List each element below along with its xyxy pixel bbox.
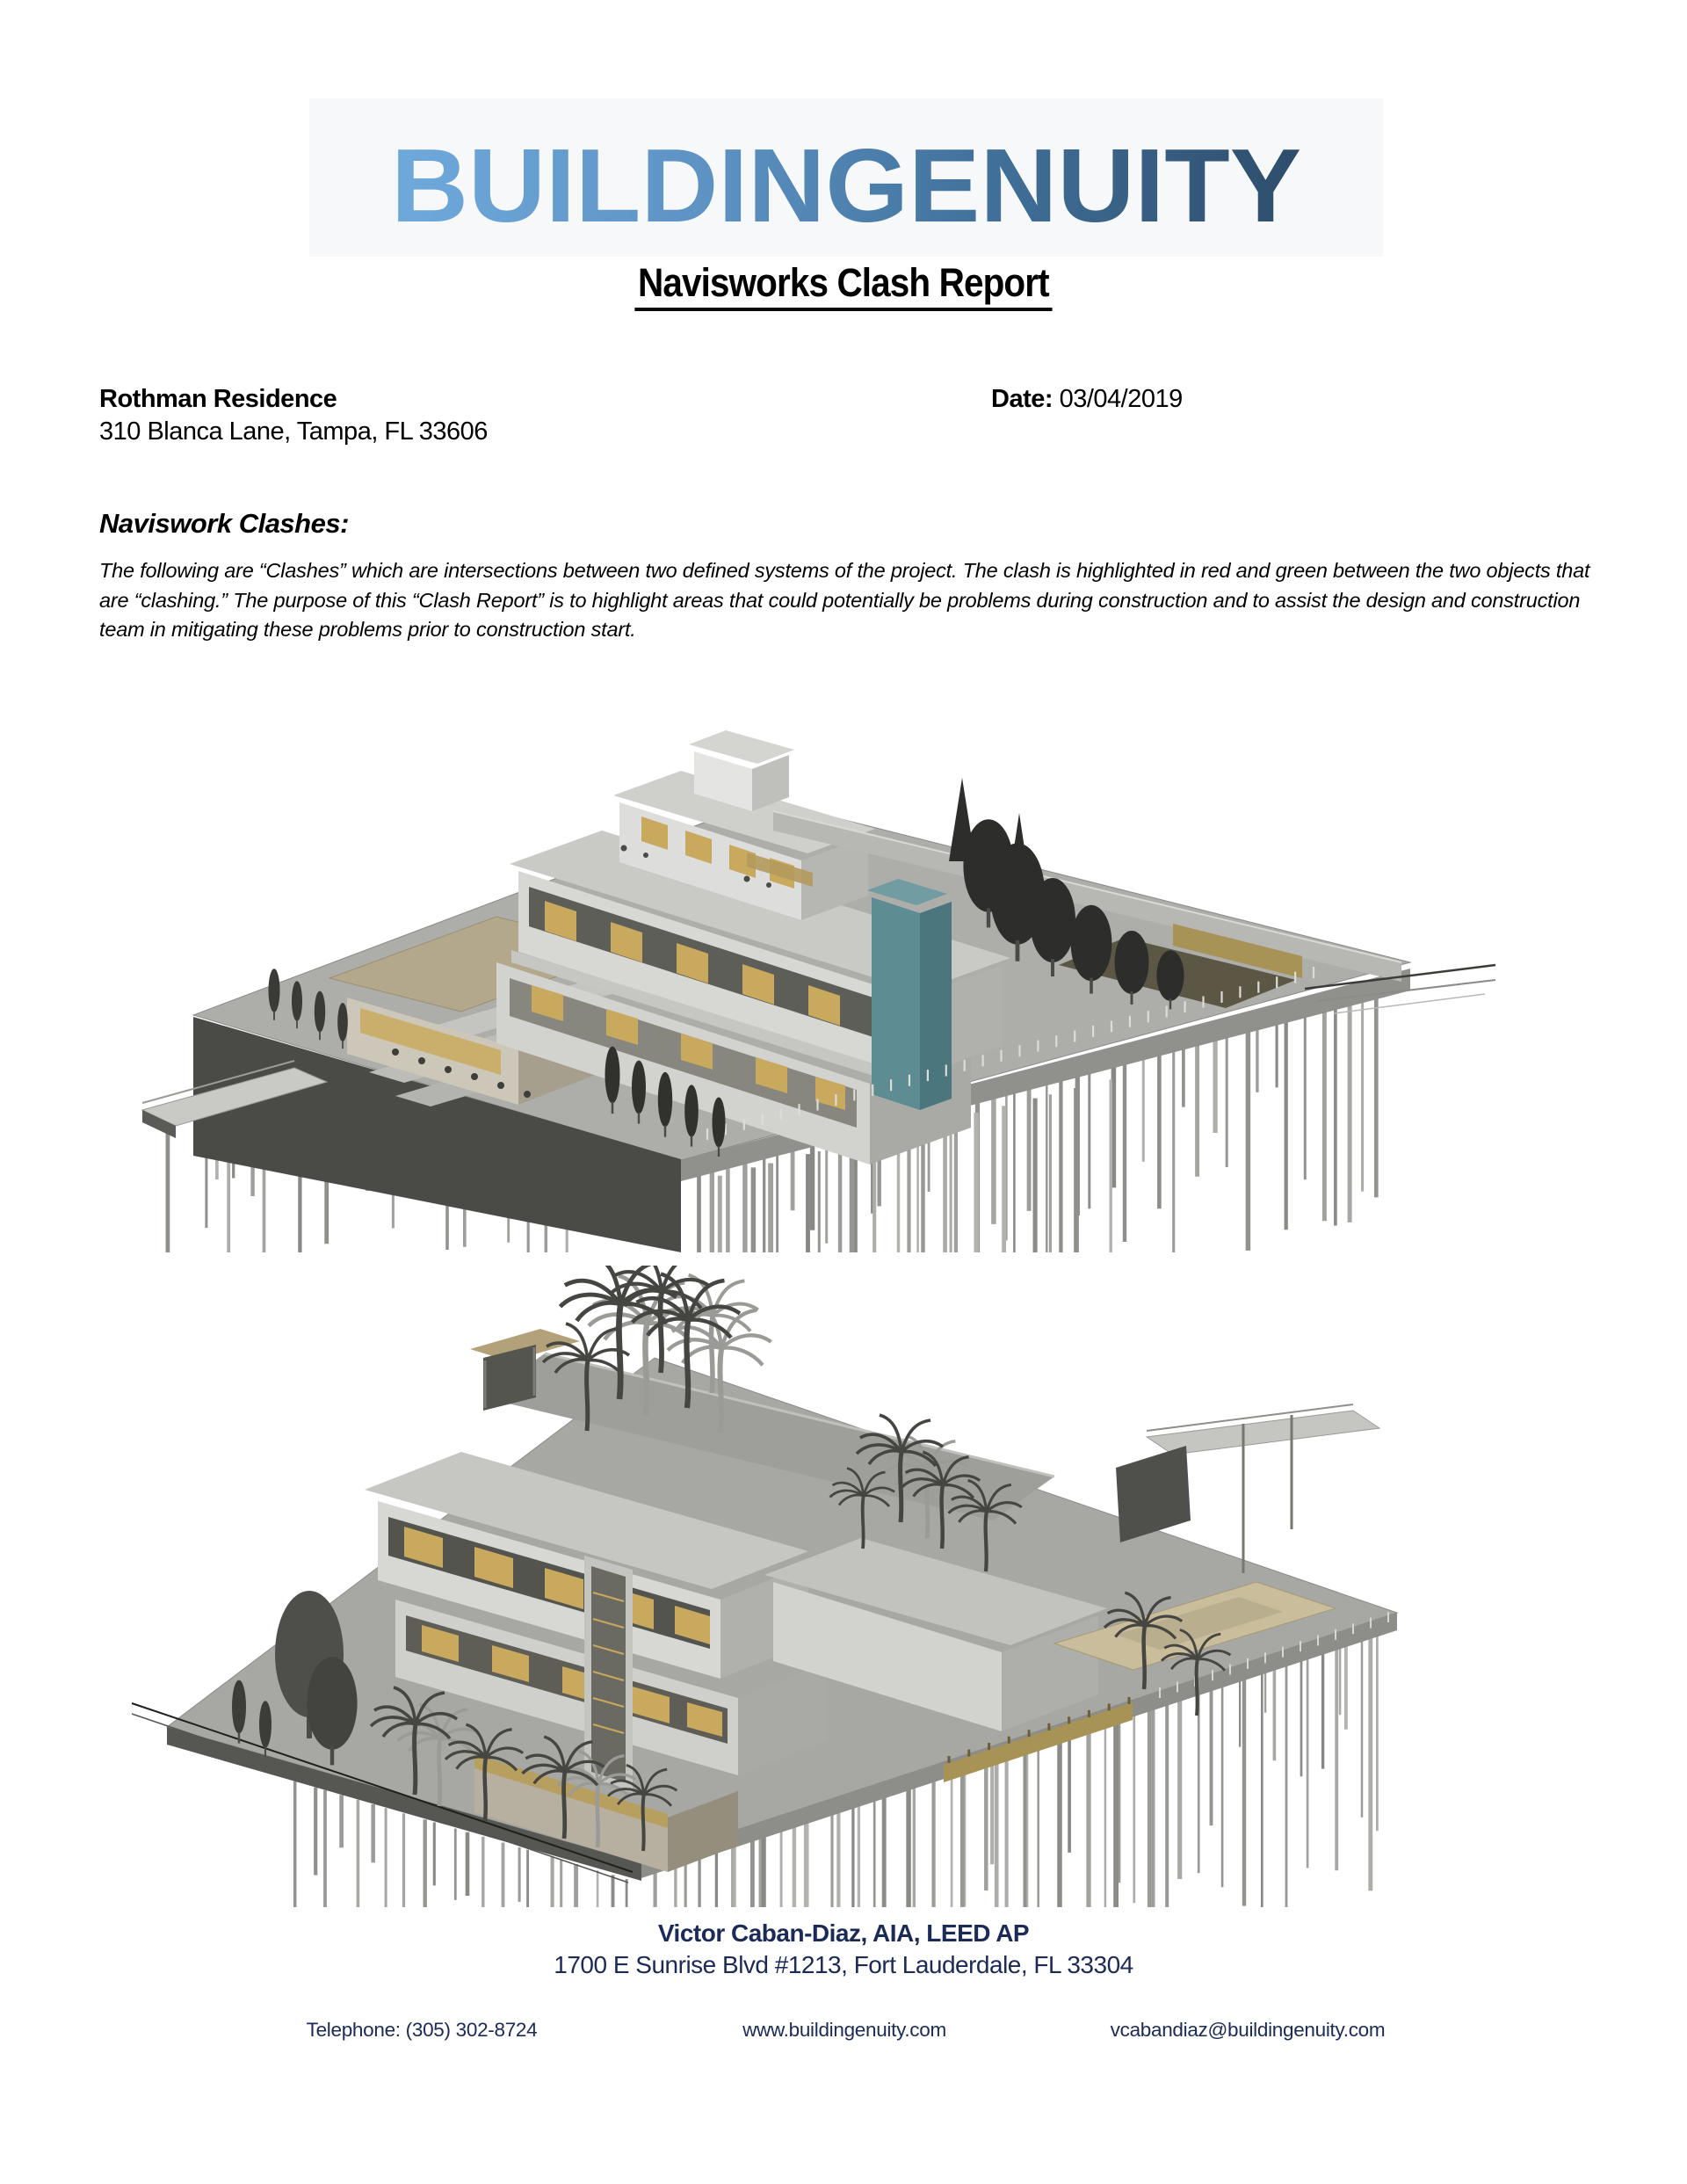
rear-roof <box>470 1329 1055 1520</box>
foundation-piles <box>717 1079 1112 1252</box>
foundation-piles <box>697 993 1379 1252</box>
section-body: The following are “Clashes” which are in… <box>99 559 1590 641</box>
deck-railing <box>1159 1612 1389 1698</box>
telephone: Telephone: (305) 302-8724 <box>306 2019 538 2041</box>
architect-address: 1700 E Sunrise Blvd #1213, Fort Lauderda… <box>554 1951 1133 1978</box>
boat-dock <box>1116 1404 1381 1573</box>
project-address: 310 Blanca Lane, Tampa, FL 33606 <box>99 417 488 446</box>
project-block: Rothman Residence 310 Blanca Lane, Tampa… <box>99 383 488 448</box>
report-title: Navisworks Clash Report <box>634 260 1053 311</box>
date-label: Date: <box>991 385 1053 413</box>
trees <box>267 778 1185 1158</box>
teal-stair-tower <box>867 879 952 1110</box>
date-block: Date: 03/04/2019 <box>991 385 1183 414</box>
logo-banner: BUILDINGENUITY <box>309 98 1383 257</box>
title-row: Navisworks Clash Report <box>0 260 1687 311</box>
clash-model-render-2 <box>131 1266 1399 1907</box>
clash-model-figure-2 <box>105 1266 1582 1907</box>
buildingenuity-logo: BUILDINGENUITY <box>391 127 1301 244</box>
pool-terrace <box>1053 1581 1337 1671</box>
main-house <box>496 730 1010 1165</box>
clash-model-figure-1 <box>132 699 1502 1252</box>
project-name: Rothman Residence <box>99 385 337 413</box>
email-link[interactable]: vcabandiaz@buildingenuity.com <box>1110 2019 1386 2041</box>
date-value: 03/04/2019 <box>1059 385 1184 413</box>
boat-ramp <box>141 1060 329 1138</box>
deck-railing <box>706 967 1315 1140</box>
website-link[interactable]: www.buildingenuity.com <box>742 2019 946 2041</box>
architect-name: Victor Caban-Diaz, AIA, LEED AP <box>657 1919 1030 1947</box>
clash-model-render-1 <box>141 730 1496 1252</box>
foundation-piles <box>653 1628 1379 1907</box>
foundation-piles <box>293 1781 628 1907</box>
main-house <box>365 1452 1107 1872</box>
company-logo-text: BUILDINGENUITY <box>391 127 1301 244</box>
seawall-cap <box>944 1702 1133 1782</box>
seawall-crenellation <box>947 1697 1131 1763</box>
foundation-piles <box>730 1701 1152 1907</box>
section-heading: Naviswork Clashes: <box>99 508 349 539</box>
